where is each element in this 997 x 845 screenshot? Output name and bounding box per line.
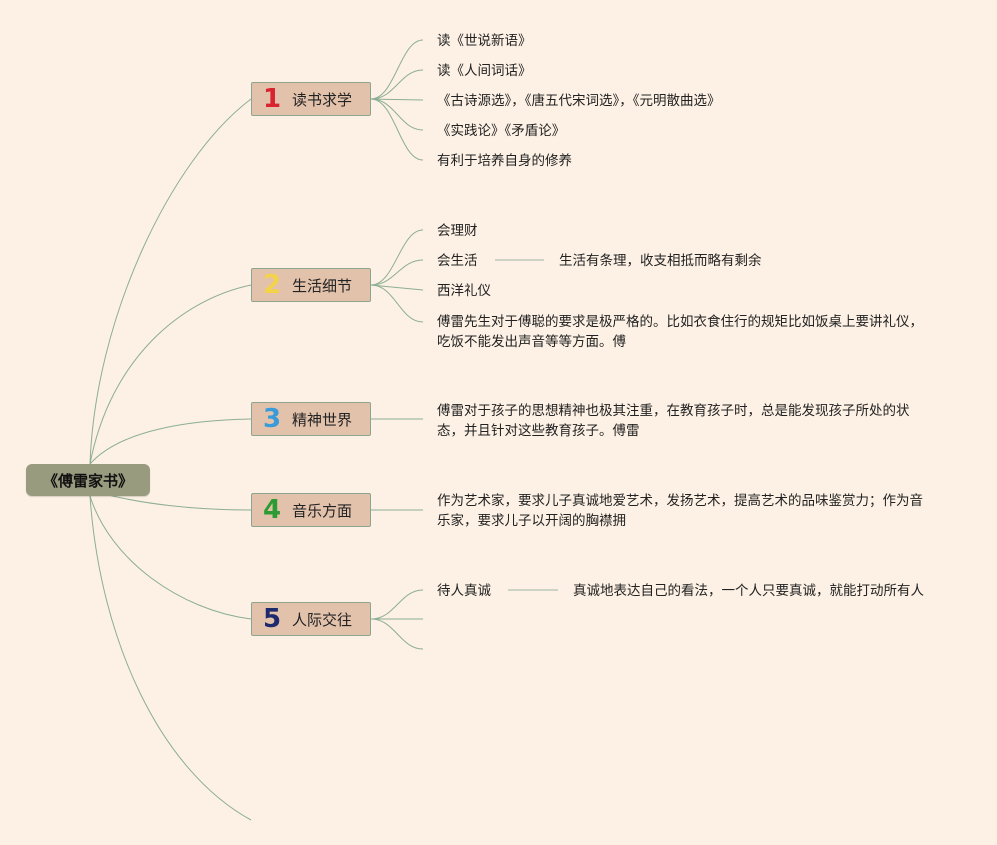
branch-label: 精神世界 [292, 410, 353, 429]
branch-topic-2[interactable]: 2 生活细节 [251, 268, 371, 302]
number-1-icon: 1 [262, 84, 282, 114]
leaf-topic[interactable]: 有利于培养自身的修养 [437, 153, 572, 169]
edge-root-branch-6 [89, 495, 252, 821]
number-5-icon: 5 [262, 604, 282, 634]
branch-topic-4[interactable]: 4 音乐方面 [251, 493, 371, 527]
edge-root-branch-1 [89, 98, 252, 465]
number-2-icon: 2 [262, 270, 282, 300]
edge-b5-leaf-1 [370, 589, 424, 620]
branch-label: 读书求学 [292, 90, 353, 109]
number-3-icon: 3 [262, 404, 282, 434]
leaf-topic[interactable]: 西洋礼仪 [437, 283, 491, 299]
leaf-topic[interactable]: 会理财 [437, 223, 478, 239]
branch-label: 音乐方面 [292, 501, 353, 520]
leaf-topic[interactable]: 傅雷对于孩子的思想精神也极其注重，在教育孩子时，总是能发现孩子所处的状态，并且针… [437, 403, 910, 439]
edge-b2-leaf-4 [370, 284, 424, 323]
edge-b2-leaf-2 [370, 259, 424, 286]
leaf-topic[interactable]: 读《人间词话》 [437, 63, 532, 79]
leaf-topic[interactable]: 作为艺术家，要求儿子真诚地爱艺术，发扬艺术，提高艺术的品味鉴赏力；作为音乐家，要… [437, 493, 923, 529]
edge-b1-leaf-1 [370, 39, 424, 100]
edge-b1-leaf-3 [370, 98, 424, 101]
number-4-icon: 4 [262, 495, 282, 525]
leaf-topic[interactable]: 读《世说新语》 [437, 33, 532, 49]
leaf-topic[interactable]: 傅雷先生对于傅聪的要求是极严格的。比如衣食住行的规矩比如饭桌上要讲礼仪，吃饭不能… [437, 314, 923, 350]
edge-b1-leaf-2 [370, 69, 424, 100]
leaf-topic[interactable]: 会生活 [437, 253, 478, 269]
edge-b5-leaf-3 [370, 618, 424, 650]
branch-label: 人际交往 [292, 610, 353, 629]
branch-topic-1[interactable]: 1 读书求学 [251, 82, 371, 116]
leaf-topic[interactable]: 待人真诚 [437, 583, 491, 599]
root-topic[interactable]: 《傅雷家书》 [26, 464, 150, 496]
edge-b1-leaf-5 [370, 98, 424, 161]
leaf-topic[interactable]: 《古诗源选》，《唐五代宋词选》，《元明散曲选》 [437, 93, 721, 109]
edge-b1-leaf-4 [370, 98, 424, 131]
branch-topic-5[interactable]: 5 人际交往 [251, 602, 371, 636]
edge-root-branch-5 [89, 495, 252, 620]
edge-b2-leaf-3 [370, 284, 424, 291]
edge-root-branch-3 [89, 418, 252, 465]
sub-topic[interactable]: 真诚地表达自己的看法，一个人只要真诚，就能打动所有人 [573, 583, 924, 599]
sub-topic[interactable]: 生活有条理，收支相抵而略有剩余 [559, 253, 762, 269]
edge-root-branch-2 [89, 284, 252, 465]
edge-b2-leaf-1 [370, 229, 424, 286]
branch-label: 生活细节 [292, 276, 353, 295]
leaf-topic[interactable]: 《实践论》《矛盾论》 [437, 123, 566, 139]
branch-topic-3[interactable]: 3 精神世界 [251, 402, 371, 436]
